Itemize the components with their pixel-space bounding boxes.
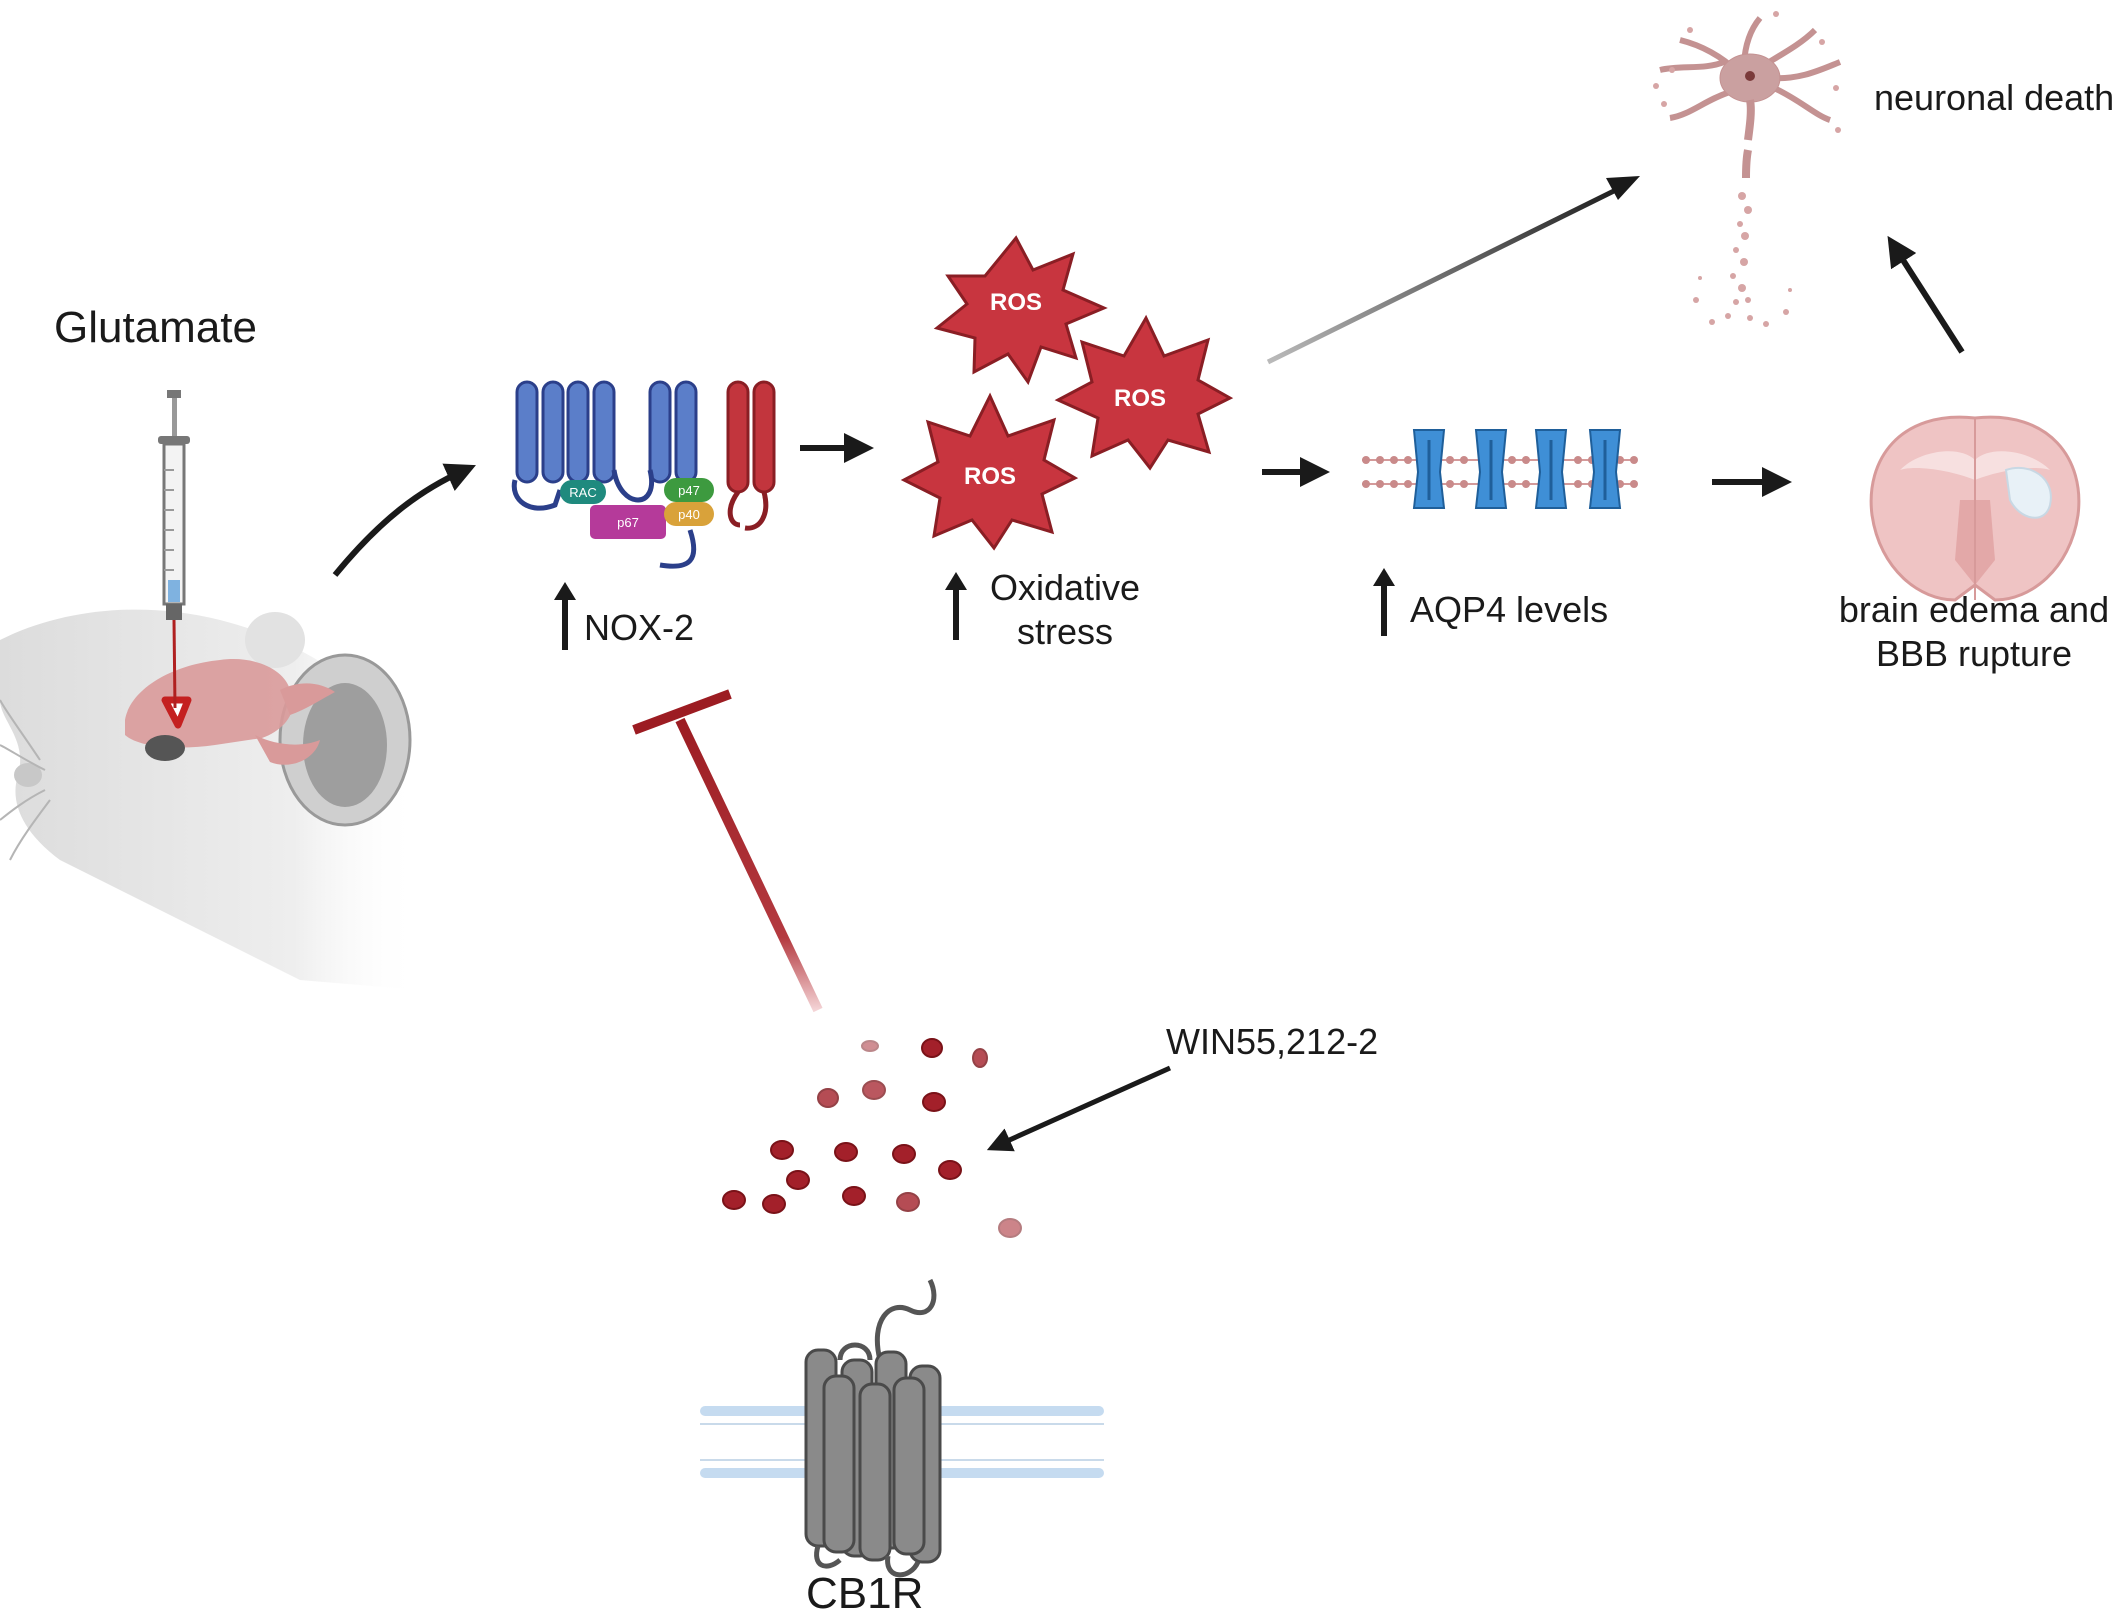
arrow-win-to-ligands — [986, 1065, 1172, 1152]
ros-label-3: ROS — [964, 463, 1016, 490]
neuronal-death-label: neuronal death — [1874, 77, 2115, 118]
brain-edema-label-line1: brain edema and — [1838, 589, 2110, 630]
nox2-complex-illustration: RAC p67 p47 p40 — [511, 380, 776, 569]
brain-edema-label-line2: BBB rupture — [1875, 633, 2073, 674]
oxidative-stress-label-line1: Oxidative — [989, 567, 1141, 608]
oxidative-stress-label-line2: stress — [1016, 611, 1113, 652]
nox2-subunit-p40-label: p40 — [678, 507, 700, 522]
arrow-ros-to-neuronal-death — [1266, 181, 1630, 365]
aqp4-membrane-illustration — [1362, 429, 1638, 509]
aqp4-increase-arrow-icon — [1373, 568, 1395, 636]
ros-label-1: ROS — [990, 289, 1042, 316]
inhibition-symbol — [632, 689, 823, 1013]
ros-label-2: ROS — [1114, 385, 1166, 412]
degenerating-neuron-illustration — [1653, 11, 1842, 327]
nox2-subunit-p47-label: p47 — [678, 483, 700, 498]
ros-star-1: ROS — [933, 235, 1108, 386]
cb1r-label: CB1R — [806, 1569, 924, 1616]
ros-star-2: ROS — [1054, 314, 1234, 471]
cb1r-receptor-illustration — [700, 1278, 1104, 1578]
arrow-glutamate-to-nox2 — [332, 463, 476, 577]
ros-star-3: ROS — [900, 392, 1079, 551]
nox2-subunit-p67-label: p67 — [617, 515, 639, 530]
win-label: WIN55,212-2 — [1166, 1021, 1379, 1062]
arrow-brain-edema-to-neuronal-death — [1887, 235, 1965, 354]
arrowhead-neuronal-death — [1606, 176, 1640, 200]
syringe-icon — [158, 390, 190, 709]
brain-section-illustration — [1869, 415, 2081, 602]
win-ligand-particles — [722, 1038, 1022, 1238]
mouse-head-illustration — [0, 609, 420, 990]
nox2-label: NOX-2 — [584, 607, 695, 648]
brain-edema-label: brain edema and BBB rupture — [1826, 588, 2122, 676]
nox2-subunit-rac-label: RAC — [569, 485, 596, 500]
oxidative-stress-increase-arrow-icon — [945, 572, 967, 640]
glutamate-label: Glutamate — [54, 303, 257, 352]
nox2-increase-arrow-icon — [554, 582, 576, 650]
oxidative-stress-label: Oxidative stress — [970, 566, 1160, 654]
aqp4-label: AQP4 levels — [1410, 589, 1609, 630]
